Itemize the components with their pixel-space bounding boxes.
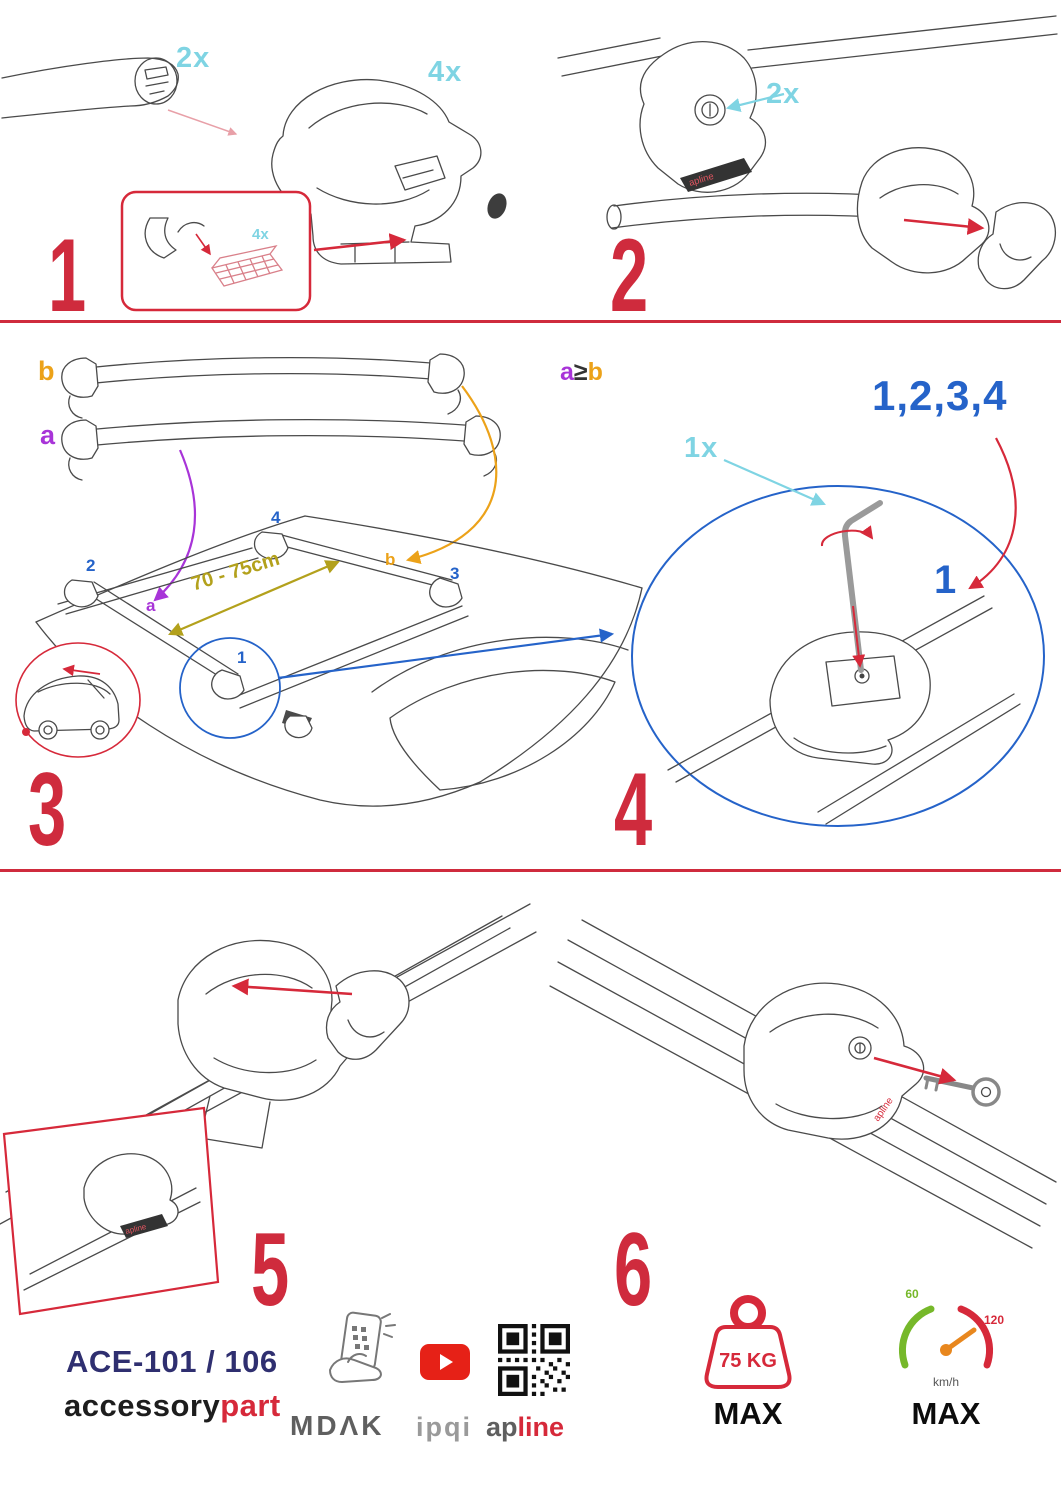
step6-illustration: apline (549, 919, 1057, 1249)
bar-spacing-dimension-arrow (168, 560, 340, 636)
bar-leader-arrow (167, 109, 238, 136)
rotate-arrow (821, 525, 874, 547)
brand-part1: accessory (64, 1388, 221, 1423)
weight-max-label: MAX (713, 1396, 783, 1431)
tightening-detail-drawing (667, 500, 1021, 825)
key-to-lock-arrow (873, 1056, 957, 1085)
repeat-arrow (968, 437, 1017, 590)
logo-band (680, 158, 752, 192)
apline-logo: apline (486, 1412, 564, 1443)
key-icon (923, 1075, 1001, 1107)
speed-low-label: 60 (905, 1287, 919, 1301)
step2-number: 2 (610, 218, 648, 334)
condition-b: b (587, 358, 603, 386)
roof-label-3: 3 (450, 564, 460, 583)
bar-b-label: b (38, 356, 55, 386)
callout-to-step4-arrow (277, 628, 615, 680)
crossbar-end-drawing (1, 57, 238, 136)
condition-operator: ≥ (573, 358, 588, 386)
step1-foot-qty: 4x (428, 56, 463, 88)
roof-label-4: 4 (271, 508, 281, 527)
step6-number: 6 (614, 1212, 652, 1328)
qr-code (498, 1324, 570, 1396)
result-inset-box: apline (2, 1106, 220, 1316)
step5-illustration: apline (0, 903, 537, 1316)
step2-illustration: apline (557, 15, 1058, 290)
weight-value: 75 KG (719, 1350, 777, 1372)
roof-label-a: a (146, 596, 156, 615)
roof-label-2: 2 (86, 556, 96, 575)
bar-length-condition: a≥b (560, 358, 603, 387)
step3-number: 3 (28, 752, 66, 868)
repeat-steps-reference: 1,2,3,4 (872, 372, 1008, 419)
mdak-logo: MDΛK (290, 1410, 385, 1441)
lock-qty-arrow (725, 92, 785, 112)
apline-red: line (517, 1412, 565, 1442)
step4-tool-qty: 1x (684, 432, 719, 464)
step4-illustration (631, 437, 1045, 827)
max-weight-icon: 75 KG (704, 1295, 792, 1389)
speed-unit-label: km/h (933, 1375, 959, 1389)
logo-band (120, 1214, 168, 1238)
bolt-arrow (852, 605, 866, 668)
pad-insert-arrow (195, 233, 211, 256)
foot-on-rail-drawing: apline (557, 15, 1058, 193)
foot-and-cover-drawing (606, 147, 1057, 290)
front-marker-dot (22, 728, 30, 736)
brand-part2: part (220, 1388, 281, 1423)
crossbar-a-drawing (61, 415, 501, 481)
bar-a-label: a (40, 420, 56, 450)
speed-high-label: 120 (984, 1313, 1004, 1327)
crossbar-b-drawing (61, 353, 465, 419)
step1-bar-qty: 2x (176, 42, 211, 74)
step1-illustration (1, 57, 507, 312)
ipqi-logo: ipqi (416, 1412, 472, 1442)
bar-b-locator-arrow (405, 385, 498, 564)
cover-attach-arrow (903, 218, 985, 235)
inset-to-foot-arrow (313, 233, 407, 252)
apline-gray: ap (486, 1412, 518, 1442)
step2-lock-qty: 2x (766, 78, 801, 110)
section-divider-1 (0, 320, 1061, 323)
car-direction-arrow (62, 664, 101, 677)
phone-qr-pixels (352, 1326, 369, 1350)
car-roof-drawing (35, 515, 643, 807)
speedometer-icon: 60 120 km/h (898, 1287, 1004, 1389)
step1-number: 1 (48, 218, 86, 334)
claw-insert-arrow (231, 978, 353, 996)
step4-substep: 1 (934, 558, 957, 602)
speed-max-label: MAX (911, 1396, 981, 1431)
roof-label-b: b (385, 550, 396, 569)
rubber-pad-inset (120, 190, 312, 312)
youtube-icon (420, 1344, 470, 1380)
step1-pad-qty: 4x (252, 226, 269, 243)
claw-insert-drawing (0, 903, 537, 1225)
lock-with-key-drawing: apline (549, 919, 1057, 1249)
tool-qty-arrow (723, 458, 826, 506)
roof-label-1: 1 (237, 648, 247, 667)
clamp-foot-drawing (271, 78, 507, 265)
product-model: ACE-101 / 106 (66, 1344, 278, 1379)
detail-callout-circle (179, 637, 281, 739)
section-divider-2 (0, 869, 1061, 872)
rubber-pad-drawing (210, 245, 284, 287)
scan-phone-icon (328, 1311, 396, 1384)
brand-logo: accessorypart (64, 1388, 281, 1424)
step3-illustration (15, 353, 643, 807)
car-inset-drawing (15, 642, 141, 758)
step5-number: 5 (251, 1212, 289, 1328)
allen-key (841, 500, 883, 673)
brand-pad (487, 193, 507, 219)
step4-number: 4 (614, 752, 652, 868)
condition-a: a (560, 358, 574, 386)
